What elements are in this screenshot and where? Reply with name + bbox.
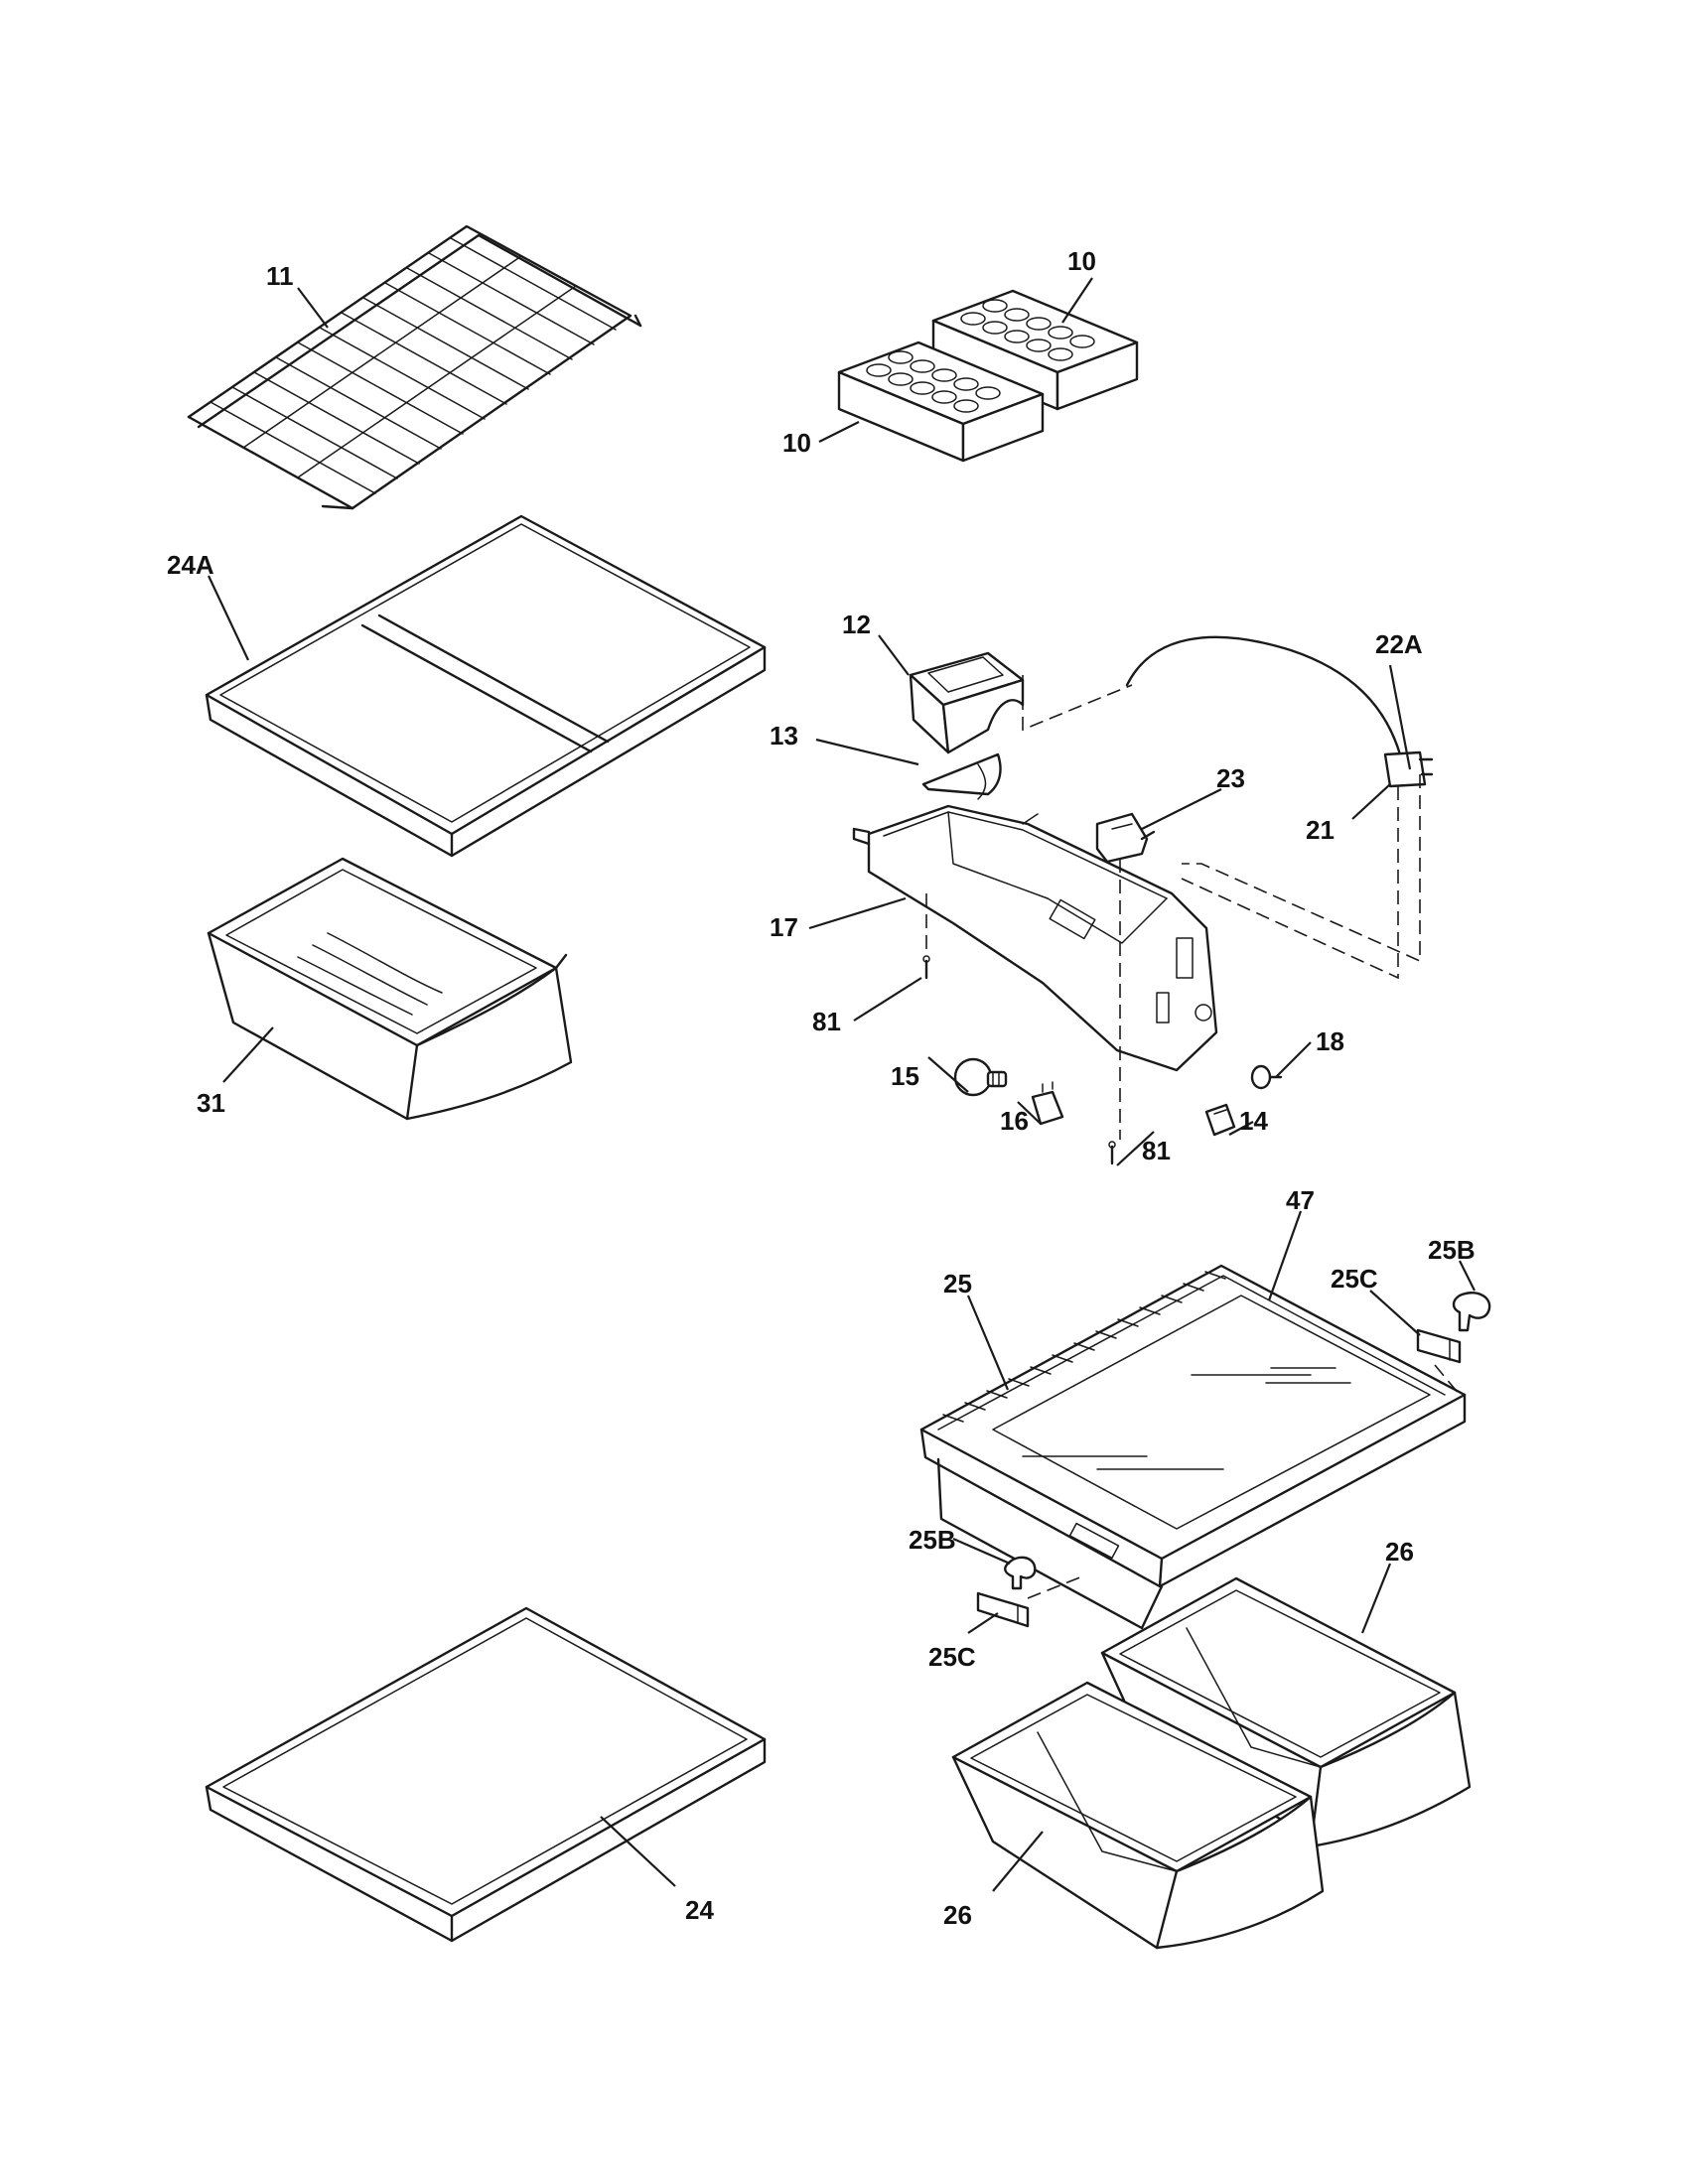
drawer-part-31 xyxy=(207,857,573,1121)
bracket-part-25C-top xyxy=(1416,1328,1462,1364)
shelf-part-24 xyxy=(205,1606,767,1943)
cover-support-part-25B-top xyxy=(1452,1292,1491,1332)
screw-part-81-right xyxy=(1108,1141,1116,1165)
crisper-drawer-part-26-front xyxy=(951,1681,1325,1950)
callout-23: 23 xyxy=(1216,763,1245,793)
callout-47: 47 xyxy=(1286,1185,1315,1215)
ice-tray-part-10-front xyxy=(837,341,1045,463)
callout-16: 16 xyxy=(1000,1106,1029,1136)
ice-bucket-part-12 xyxy=(909,651,1025,754)
callout-26-top: 26 xyxy=(1385,1537,1414,1567)
callout-81-right: 81 xyxy=(1142,1136,1171,1165)
callout-25C-bottom: 25C xyxy=(928,1642,976,1672)
callout-21: 21 xyxy=(1306,815,1335,845)
callout-31: 31 xyxy=(197,1088,225,1118)
callout-15: 15 xyxy=(891,1061,919,1091)
connector-part-18 xyxy=(1250,1064,1283,1090)
callout-13: 13 xyxy=(770,721,798,751)
leader-lines xyxy=(208,277,1476,1892)
light-bulb-part-15 xyxy=(953,1057,1008,1097)
light-switch-part-14 xyxy=(1204,1103,1236,1137)
callout-25: 25 xyxy=(943,1269,972,1298)
callout-12: 12 xyxy=(842,610,871,639)
bulb-socket-part-16 xyxy=(1031,1081,1064,1126)
glass-insert-part-47 xyxy=(992,1295,1431,1530)
callout-17: 17 xyxy=(770,912,798,942)
assembly-dash-lines xyxy=(925,675,1421,1140)
callout-labels: 11 10 10 24A 12 22A 13 23 21 17 81 18 15… xyxy=(167,246,1476,1930)
bracket-part-25C-bottom xyxy=(976,1591,1030,1628)
callout-25B-top: 25B xyxy=(1428,1235,1476,1265)
callout-81-left: 81 xyxy=(812,1007,841,1036)
wiring-harness-part-22A xyxy=(1125,635,1434,788)
screw-part-81-left xyxy=(922,955,930,980)
callout-25C-top: 25C xyxy=(1331,1264,1378,1294)
callout-26-bottom: 26 xyxy=(943,1900,972,1930)
light-housing-part-17 xyxy=(852,804,1218,1072)
callout-10-top: 10 xyxy=(1067,246,1096,276)
callout-18: 18 xyxy=(1316,1026,1344,1056)
cover-support-part-25B-bottom xyxy=(1004,1556,1037,1590)
callout-10-bottom: 10 xyxy=(782,428,811,458)
callout-11: 11 xyxy=(266,261,294,291)
crisper-cover-part-25 xyxy=(919,1264,1467,1630)
flapper-part-13 xyxy=(921,752,1002,800)
callout-24: 24 xyxy=(685,1895,714,1925)
callout-14: 14 xyxy=(1239,1106,1268,1136)
light-switch-part-23 xyxy=(1095,812,1156,864)
shelf-part-24A xyxy=(205,514,767,858)
callout-22A: 22A xyxy=(1375,629,1423,659)
wire-shelf-part-11 xyxy=(187,224,642,510)
callout-24A: 24A xyxy=(167,550,214,580)
callout-25B-bottom: 25B xyxy=(909,1525,956,1555)
crisper-drawer-part-26-rear xyxy=(1100,1576,1472,1848)
